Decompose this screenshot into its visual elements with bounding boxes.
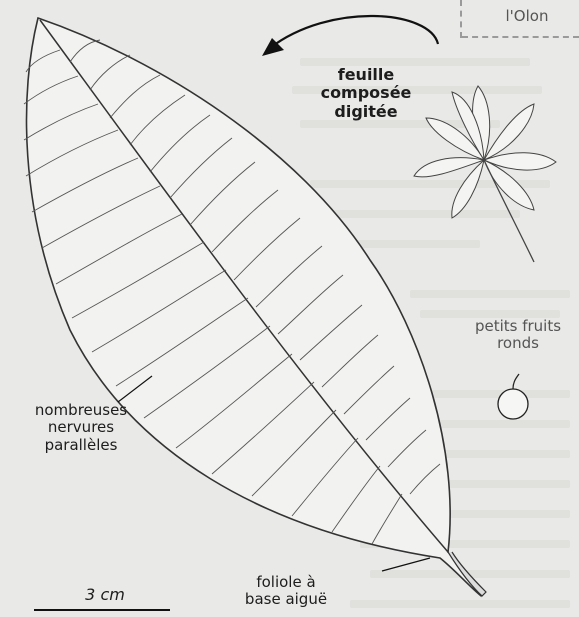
compound-leaf-drawing [414,86,556,218]
fruits-label: petits fruits ronds [460,318,576,353]
veins-line1: nombreuses [6,402,156,419]
scale-label: 3 cm [60,586,150,604]
compound-leaf-line1: feuille [306,66,426,84]
leaflet-base-label: foliole à base aiguë [226,574,346,609]
leaflet-base-line1: foliole à [226,574,346,591]
compound-leaf-line3: digitée [306,103,426,121]
corner-label: l'Olon [482,8,572,25]
base-pointer-line [382,558,430,571]
leaflet-base [448,552,486,596]
fruits-line2: ronds [460,335,576,352]
veins-line3: parallèles [6,437,156,454]
curved-arrow [270,16,438,48]
fruit-stem [513,374,519,389]
veins-label: nombreuses nervures parallèles [6,402,156,454]
compound-leaf-line2: composée [306,84,426,102]
fruits-line1: petits fruits [460,318,576,335]
veins-line2: nervures [6,419,156,436]
compound-leaf-label: feuille composée digitée [306,66,426,121]
leaflet-base-line2: base aiguë [226,591,346,608]
fruit-drawing [498,389,528,419]
